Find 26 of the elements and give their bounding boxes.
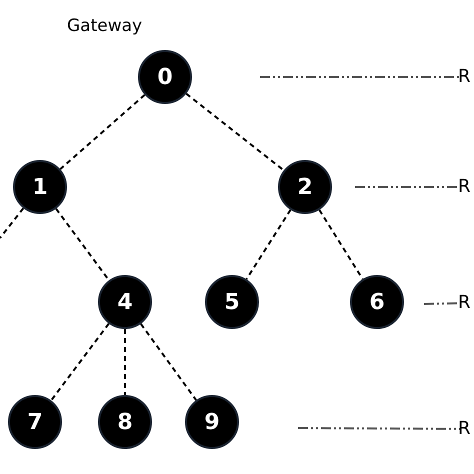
row-label: R xyxy=(458,66,471,88)
tree-edge xyxy=(0,208,24,239)
leader-line xyxy=(355,186,460,188)
row-label: R xyxy=(458,176,471,198)
tree-edge xyxy=(55,208,110,281)
row-label: R xyxy=(458,418,471,440)
tree-edge xyxy=(140,323,197,401)
tree-edge xyxy=(124,329,126,395)
leader-line xyxy=(298,427,460,430)
node-circle: 9 xyxy=(185,395,239,449)
node-circle: 5 xyxy=(205,275,259,329)
leader-line xyxy=(260,76,460,78)
node-circle: 4 xyxy=(98,275,152,329)
tree-edge xyxy=(50,323,110,401)
tree-edge xyxy=(318,209,364,280)
node-caption: Gateway xyxy=(67,16,142,36)
node-circle: 2 xyxy=(278,160,332,214)
node-circle: 6 xyxy=(350,275,404,329)
tree-edge xyxy=(246,209,292,280)
tree-edge xyxy=(186,92,284,172)
tree-edge xyxy=(60,94,146,170)
node-circle: 7 xyxy=(8,395,62,449)
node-circle: 0 xyxy=(138,50,192,104)
row-label: R xyxy=(458,292,471,314)
node-circle: 1 xyxy=(13,160,67,214)
node-circle: 8 xyxy=(98,395,152,449)
